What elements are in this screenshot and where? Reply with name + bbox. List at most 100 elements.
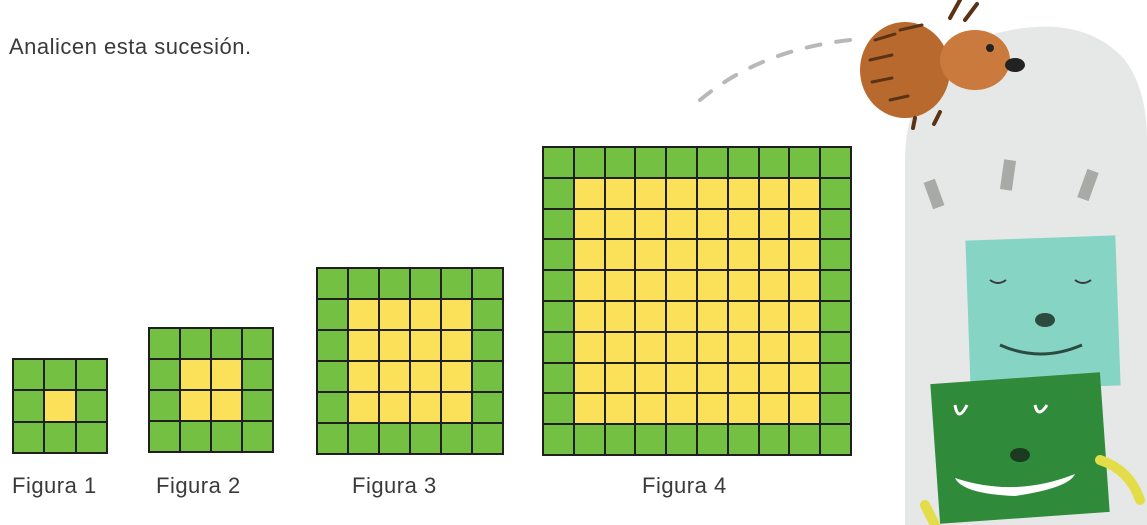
inner-square — [574, 394, 604, 424]
inner-square — [667, 332, 696, 362]
border-square — [243, 360, 272, 389]
border-square — [318, 331, 347, 360]
border-square — [821, 425, 850, 454]
border-square — [212, 422, 241, 451]
inner-square — [574, 240, 604, 270]
inner-square — [636, 271, 666, 300]
inner-square — [442, 300, 471, 329]
border-square — [821, 332, 850, 362]
border-square — [318, 300, 347, 329]
inner-square — [697, 363, 727, 393]
border-square — [150, 329, 179, 358]
inner-square — [759, 394, 789, 424]
inner-square — [667, 394, 696, 424]
inner-square — [636, 178, 666, 208]
border-square — [14, 422, 44, 452]
inner-square — [790, 209, 820, 239]
border-square — [728, 148, 758, 177]
inner-square — [411, 362, 440, 391]
figure-1-grid — [12, 358, 108, 454]
inner-square — [442, 331, 471, 360]
border-square — [821, 394, 850, 424]
inner-square — [636, 363, 666, 393]
border-square — [411, 269, 440, 298]
inner-square — [380, 300, 409, 329]
border-square — [759, 148, 789, 177]
inner-square — [697, 394, 727, 424]
border-square — [636, 425, 666, 454]
inner-square — [605, 301, 635, 331]
inner-square — [349, 300, 378, 329]
border-square — [636, 148, 666, 177]
inner-square — [697, 209, 727, 239]
border-square — [318, 424, 347, 453]
inner-square — [697, 332, 727, 362]
border-square — [442, 269, 471, 298]
inner-square — [759, 301, 789, 331]
inner-square — [790, 332, 820, 362]
inner-square — [667, 178, 696, 208]
inner-square — [728, 209, 758, 239]
border-square — [411, 424, 440, 453]
inner-square — [605, 332, 635, 362]
inner-square — [574, 363, 604, 393]
border-square — [318, 362, 347, 391]
background-shape — [905, 26, 1147, 525]
inner-square — [442, 393, 471, 422]
border-square — [544, 209, 573, 239]
border-square — [544, 363, 573, 393]
border-square — [544, 425, 573, 454]
border-square — [45, 360, 75, 390]
border-square — [318, 393, 347, 422]
border-square — [544, 394, 573, 424]
border-square — [318, 269, 347, 298]
inner-square — [667, 209, 696, 239]
inner-square — [759, 271, 789, 300]
motion-dash — [1077, 168, 1099, 202]
inner-square — [442, 362, 471, 391]
inner-square — [605, 394, 635, 424]
inner-square — [574, 178, 604, 208]
inner-square — [759, 363, 789, 393]
hedgehog-icon — [860, 0, 1025, 130]
trajectory-line — [698, 38, 852, 102]
border-square — [821, 209, 850, 239]
inner-square — [636, 394, 666, 424]
border-square — [380, 269, 409, 298]
inner-square — [181, 360, 210, 389]
figure-3-caption: Figura 3 — [352, 473, 437, 498]
inner-square — [728, 240, 758, 270]
border-square — [181, 329, 210, 358]
inner-square — [45, 391, 75, 421]
inner-square — [667, 363, 696, 393]
border-square — [544, 332, 573, 362]
figure-4-grid — [542, 146, 852, 456]
inner-square — [667, 271, 696, 300]
border-square — [349, 424, 378, 453]
border-square — [605, 148, 635, 177]
inner-square — [790, 240, 820, 270]
figure-4-caption: Figura 4 — [642, 473, 727, 498]
inner-square — [636, 301, 666, 331]
border-square — [14, 360, 44, 390]
inner-square — [697, 178, 727, 208]
inner-square — [728, 271, 758, 300]
green-square-character-icon — [920, 372, 1145, 525]
inner-square — [697, 271, 727, 300]
border-square — [790, 425, 820, 454]
inner-square — [697, 301, 727, 331]
inner-square — [574, 271, 604, 300]
border-square — [473, 424, 502, 453]
inner-square — [667, 240, 696, 270]
inner-square — [728, 301, 758, 331]
inner-square — [212, 360, 241, 389]
inner-square — [759, 332, 789, 362]
inner-square — [790, 301, 820, 331]
inner-square — [380, 393, 409, 422]
border-square — [697, 425, 727, 454]
inner-square — [605, 178, 635, 208]
inner-square — [667, 301, 696, 331]
inner-square — [605, 363, 635, 393]
border-square — [821, 178, 850, 208]
inner-square — [728, 394, 758, 424]
